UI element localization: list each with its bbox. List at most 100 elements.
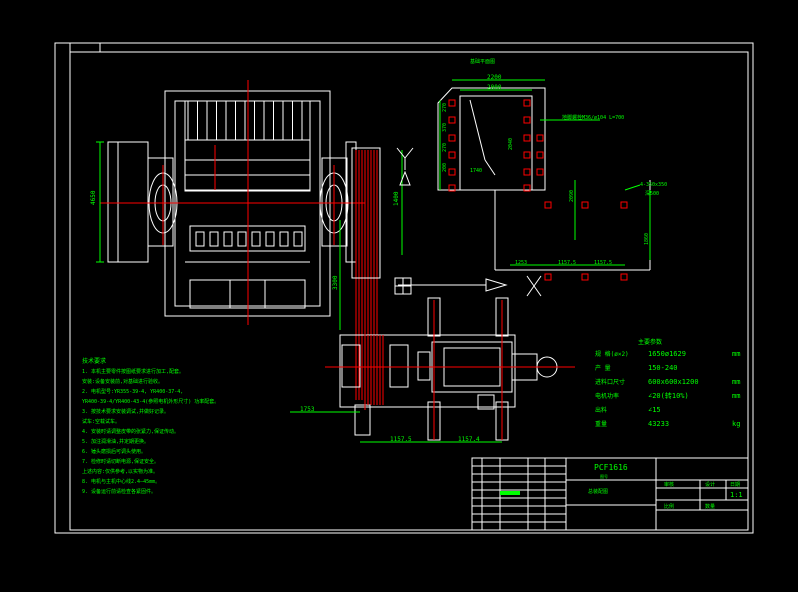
- note-line: 8. 电机与主机中心线2.4—45mm。: [82, 478, 160, 485]
- anchor-bolt: [581, 273, 589, 281]
- dim-small-d: 200: [442, 163, 448, 172]
- dim-small-c: 270: [442, 143, 448, 152]
- dim-plan-bottom-a: 1253: [515, 260, 527, 266]
- dim-plan-inner-b: 1740: [470, 168, 482, 174]
- drawing-scale: 1:1: [730, 491, 743, 499]
- view-arrows: [394, 147, 542, 297]
- tb-fill: [500, 491, 520, 495]
- anchor-note: 地脚螺栓M36/ø104 L=700: [562, 114, 624, 121]
- foundation-bolts: [448, 99, 628, 281]
- outer-frame: [54, 42, 754, 534]
- title-block-cell: 设计: [705, 481, 715, 488]
- drive-dimension-lines: [290, 411, 502, 443]
- dim-top-inner: 2000: [487, 84, 502, 91]
- spec-label: 进料口尺寸: [595, 378, 625, 386]
- anchor-bolt: [523, 99, 531, 107]
- anchor-bolt: [523, 184, 531, 192]
- dim-bottom-left: 1753: [300, 406, 315, 413]
- anchor-bolt: [536, 168, 544, 176]
- anchor-note-b: 4-350x350: [640, 182, 667, 188]
- spec-label: 重量: [595, 420, 607, 428]
- dim-small-b: 370: [442, 123, 448, 132]
- belt-guard: [351, 147, 381, 279]
- note-line: 2. 电机型号:YR355-39-4, YR400-37-4,: [82, 388, 183, 395]
- spec-value: ∠20(转10%): [648, 391, 689, 400]
- anchor-bolt: [448, 99, 456, 107]
- dim-plan-inner: 2040: [508, 138, 514, 150]
- dim-plan-right-a: 2090: [569, 190, 575, 202]
- drive-belts: [367, 335, 384, 405]
- note-line: 1. 本机主要零件按图纸要求进行加工,配套。: [82, 368, 184, 375]
- dim-top-outer: 2200: [487, 74, 502, 81]
- note-line: YR400-39-4/YR400-43-4(参照电机外形尺寸) 功率配套。: [82, 398, 219, 405]
- spec-value: 43233: [648, 420, 669, 428]
- crusher-hammers: [195, 231, 303, 247]
- hammer: [293, 231, 303, 247]
- spec-value: ∠15: [648, 406, 661, 414]
- hammer: [223, 231, 233, 247]
- anchor-bolt: [544, 201, 552, 209]
- note-line: 6. 锤头磨损后可调头使用。: [82, 448, 146, 455]
- crusher-hopper-grid: [185, 101, 310, 191]
- spec-label: 产 量: [595, 364, 611, 372]
- note-line: 试车:空载试车。: [82, 418, 120, 425]
- spec-value: 150-240: [648, 364, 678, 372]
- hammer: [237, 231, 247, 247]
- notes-title: 技术要求: [82, 357, 106, 365]
- spec-unit: mm: [732, 378, 740, 386]
- anchor-bolt: [544, 273, 552, 281]
- notes-list: 1. 本机主要零件按图纸要求进行加工,配套。 安装:设备安装前,对基础进行验收。…: [82, 368, 219, 495]
- note-line: 9. 设备运行前请检查各紧固件。: [82, 488, 156, 495]
- anchor-bolt: [448, 151, 456, 159]
- dim-plan-bottom-b: 1157.5: [558, 260, 576, 266]
- plan-dimension-lines: [439, 79, 651, 266]
- anchor-bolt: [448, 168, 456, 176]
- dim-plan-bottom-c: 1157.5: [594, 260, 612, 266]
- spec-value: 1650ø1629: [648, 350, 686, 358]
- title-block: [471, 457, 749, 531]
- note-line: 3. 按技术要求安装调试,并做好记录。: [82, 408, 169, 415]
- anchor-bolt: [536, 151, 544, 159]
- hammer: [251, 231, 261, 247]
- note-line: 4. 安装时请调整皮带的张紧力,保证传动。: [82, 428, 179, 435]
- note-line: 7. 检修时请切断电源,保证安全。: [82, 458, 159, 465]
- drawing-sub-model: 图号: [600, 473, 608, 479]
- hammer: [265, 231, 275, 247]
- note-line: 上述内容:仅供参考,以实物为准。: [82, 468, 158, 475]
- anchor-bolt: [620, 201, 628, 209]
- anchor-bolt: [620, 273, 628, 281]
- anchor-bolt: [448, 134, 456, 142]
- title-block-cell: 审核: [664, 481, 674, 488]
- anchor-note-c: 深500: [645, 190, 659, 197]
- spec-label: 出料: [595, 406, 607, 414]
- title-block-cell: 日期: [730, 482, 740, 488]
- anchor-bolt: [523, 116, 531, 124]
- spec-label: 规 格(ø×2): [595, 350, 629, 358]
- dim-rotor: 1400: [393, 191, 400, 206]
- note-line: 安装:设备安装前,对基础进行验收。: [82, 378, 163, 385]
- dim-height-left: 4650: [90, 190, 97, 205]
- hammer: [209, 231, 219, 247]
- dim-bottom-mid-b: 1157.4: [458, 436, 480, 443]
- anchor-bolt: [448, 184, 456, 192]
- belt-stack: [355, 150, 378, 400]
- note-line: 5. 加注润滑油,并定期更换。: [82, 438, 149, 445]
- dim-plan-right-b: 1860: [644, 233, 650, 245]
- dim-vertical: 3300: [332, 275, 339, 290]
- spec-heading: 主要参数: [638, 338, 662, 346]
- anchor-bolt: [523, 151, 531, 159]
- dim-bottom-mid-a: 1157.5: [390, 436, 412, 443]
- anchor-bolt: [581, 201, 589, 209]
- spec-label: 电机功率: [595, 392, 619, 400]
- anchor-bolt: [448, 116, 456, 124]
- dim-small-a: 270: [442, 103, 448, 112]
- spec-unit: kg: [732, 420, 740, 428]
- frame-tab: [69, 42, 101, 53]
- centerlines: [100, 80, 365, 325]
- spec-unit: mm: [732, 392, 740, 400]
- title-block-cell: 比例: [664, 503, 674, 510]
- title-block-cell: 数量: [705, 503, 715, 510]
